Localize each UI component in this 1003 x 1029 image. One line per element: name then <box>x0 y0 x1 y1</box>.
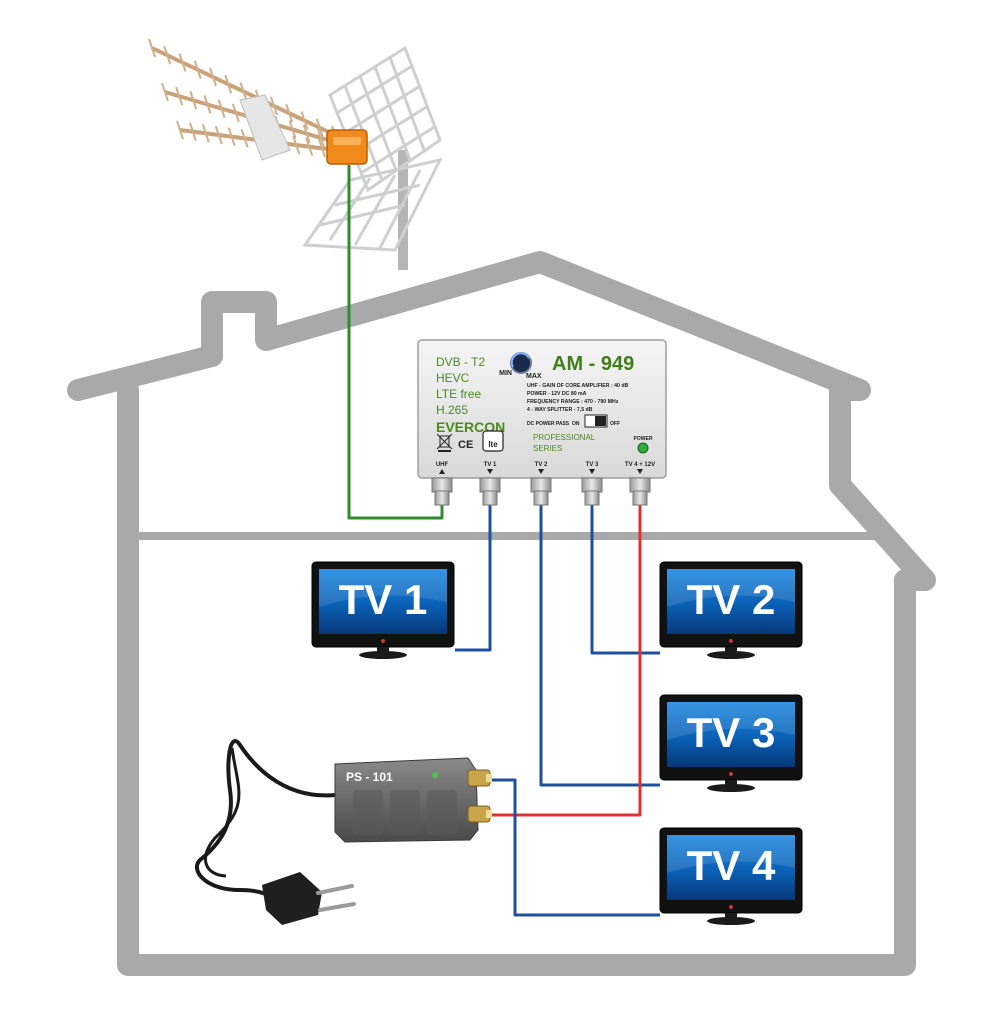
tv-label-3: TV 3 <box>687 709 776 756</box>
amplifier-am949: DVB - T2 HEVC LTE free H.265 EVERCON MIN… <box>417 339 667 506</box>
feature-dvb-t2: DVB - T2 <box>436 355 485 369</box>
cables <box>347 165 660 917</box>
port-label-uhf: UHF <box>436 462 449 468</box>
port-label-tv4: TV 4 + 12V <box>625 462 655 468</box>
house-roof-and-walls <box>67 251 936 976</box>
feature-hevc: HEVC <box>436 371 470 385</box>
antenna-icon <box>148 38 443 270</box>
house-outline <box>67 251 936 976</box>
svg-text:lte: lte <box>488 440 498 449</box>
series-line2: SERIES <box>533 444 562 453</box>
dc-power-pass-label: DC POWER PASS <box>527 421 570 427</box>
spec-frequency: FREQUENCY RANGE : 470 - 790 MHz <box>527 399 619 405</box>
switch-off-label: OFF <box>610 421 620 427</box>
f-connectors <box>431 477 651 506</box>
ps101-connectors <box>467 769 492 823</box>
spec-gain: UHF - GAIN OF CORE AMPLIFIER : 40 dB <box>527 383 629 389</box>
spec-power: POWER - 12V DC 80 mA <box>527 391 587 397</box>
power-led-label: POWER <box>634 436 653 442</box>
tv-label-4: TV 4 <box>687 842 776 889</box>
port-label-tv1: TV 1 <box>484 462 497 468</box>
f-connector-3 <box>530 477 552 506</box>
euro-plug-icon <box>262 872 356 925</box>
tv-label-2: TV 2 <box>687 576 776 623</box>
power-led <box>637 442 649 454</box>
knob-max-label: MAX <box>526 373 542 380</box>
series-line1: PROFESSIONAL <box>533 433 596 442</box>
ps101-led <box>432 772 438 778</box>
cable-tv1 <box>455 505 492 652</box>
ps101-model-label: PS - 101 <box>346 770 393 784</box>
cable-power-tv4-amp <box>490 505 642 817</box>
model-am949: AM - 949 <box>552 353 634 375</box>
weee-bin-icon <box>436 433 453 452</box>
f-connector-5 <box>629 477 651 506</box>
f-connector-2 <box>479 477 501 506</box>
cable-tv3 <box>539 505 660 787</box>
spec-splitter: 4 - WAY SPLITTER - 7,5 dB <box>527 407 593 413</box>
f-connector-1 <box>431 477 453 506</box>
knob-min-label: MIN <box>499 370 512 377</box>
lte-badge-icon: lte <box>482 430 504 452</box>
switch-on-label: ON <box>572 421 580 427</box>
cable-tv4 <box>490 778 660 917</box>
tv-layer: TV 1 TV 2 TV 3 TV 4 <box>311 561 803 925</box>
f-connector-4 <box>581 477 603 506</box>
feature-lte-free: LTE free <box>436 387 481 401</box>
tv-set-2: TV 2 <box>659 561 803 659</box>
port-label-tv2: TV 2 <box>535 462 548 468</box>
cable-tv2 <box>590 505 660 655</box>
feature-h265: H.265 <box>436 403 468 417</box>
antenna-cable <box>347 165 444 520</box>
ce-mark-icon: CE <box>458 439 473 451</box>
tv-label-1: TV 1 <box>339 576 428 623</box>
tv-set-3: TV 3 <box>659 694 803 792</box>
port-label-tv3: TV 3 <box>586 462 599 468</box>
tv-set-1: TV 1 <box>311 561 455 659</box>
power-supply-ps101: PS - 101 <box>195 739 492 925</box>
tv-set-4: TV 4 <box>659 827 803 925</box>
